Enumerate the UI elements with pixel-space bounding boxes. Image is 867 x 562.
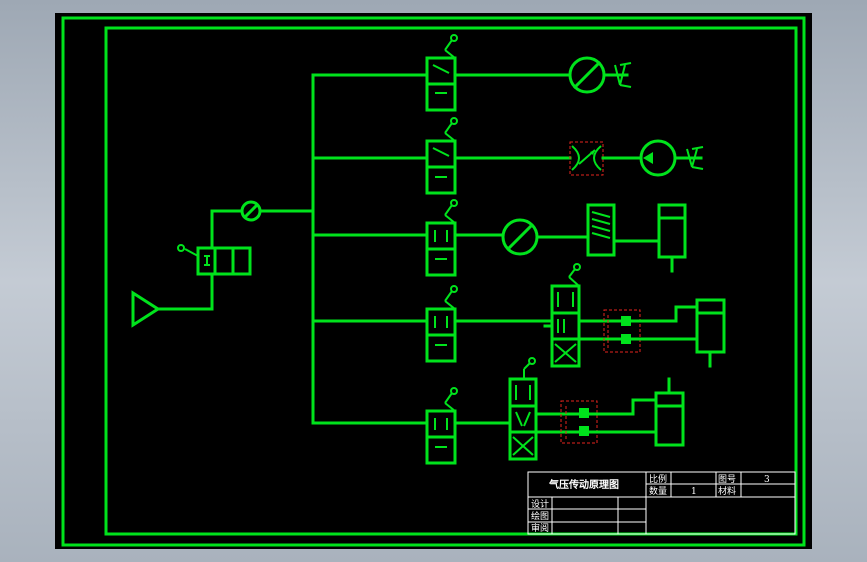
control-valve-5-icon[interactable] xyxy=(425,387,458,465)
inner-frame xyxy=(104,26,798,536)
control-valve-3-icon[interactable] xyxy=(425,199,458,277)
branch-1 xyxy=(425,34,632,112)
manifold-line xyxy=(311,73,429,425)
drawing-no-value: 3 xyxy=(764,475,770,485)
quantity-value: 1 xyxy=(691,487,697,497)
pneumatic-motor-icon[interactable] xyxy=(639,139,704,177)
control-valve-4-icon[interactable] xyxy=(425,285,458,363)
branch-3 xyxy=(425,199,687,277)
double-acting-cylinder-icon[interactable] xyxy=(695,298,726,368)
drawing-title: 气压传动原理图 xyxy=(548,478,619,491)
scale-label: 比例 xyxy=(649,473,667,485)
directional-valve-5-icon[interactable] xyxy=(508,357,538,461)
throttle-valve-pair-icon[interactable] xyxy=(603,309,641,353)
pneumatic-schematic: 气压传动原理图 比例 数量 1 图号 3 材料 设计 绘图 审阅 xyxy=(61,16,806,547)
control-valve-2-icon[interactable] xyxy=(425,117,458,195)
title-block[interactable]: 气压传动原理图 比例 数量 1 图号 3 材料 设计 绘图 审阅 xyxy=(527,471,796,535)
pneumatic-motor-icon[interactable] xyxy=(568,56,632,94)
quantity-label: 数量 xyxy=(649,485,667,497)
solenoid-valve-icon[interactable] xyxy=(586,203,616,257)
control-valve-1-icon[interactable] xyxy=(425,34,458,112)
shutoff-valve-icon[interactable] xyxy=(177,209,252,311)
branch-5 xyxy=(425,357,685,465)
drafter-label: 绘图 xyxy=(531,510,549,522)
material-label: 材料 xyxy=(718,485,736,497)
filter-icon[interactable] xyxy=(501,218,539,256)
branch-2 xyxy=(425,117,704,195)
designer-label: 设计 xyxy=(531,498,549,510)
outer-frame xyxy=(61,16,806,547)
cad-viewport[interactable]: 气压传动原理图 比例 数量 1 图号 3 材料 设计 绘图 审阅 xyxy=(55,13,812,549)
filter-icon[interactable] xyxy=(240,200,315,222)
branch-4 xyxy=(425,263,726,368)
reviewer-label: 审阅 xyxy=(531,522,549,534)
throttle-valve-icon[interactable] xyxy=(569,141,604,176)
drawing-no-label: 图号 xyxy=(718,474,736,485)
directional-valve-4-icon[interactable] xyxy=(543,263,581,368)
air-source-icon[interactable] xyxy=(131,290,214,328)
throttle-valve-pair-icon[interactable] xyxy=(560,400,598,444)
double-acting-cylinder-icon[interactable] xyxy=(657,203,687,273)
double-acting-cylinder-icon[interactable] xyxy=(654,377,685,447)
